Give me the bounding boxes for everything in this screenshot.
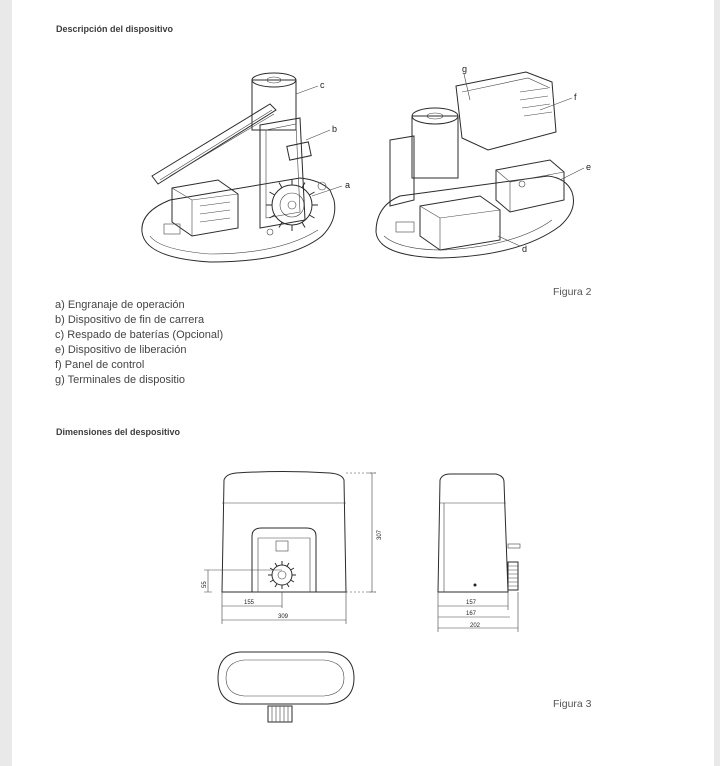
callout-c: c [320, 80, 325, 90]
callout-b: b [332, 124, 337, 134]
dimension-front-view: 307 55 155 309 [202, 471, 383, 624]
callout-g: g [462, 64, 467, 74]
dim-width: 309 [278, 614, 289, 620]
legend-item: b) Dispositivo de fin de carrera [55, 314, 205, 326]
dim-depth-b: 167 [466, 611, 477, 617]
dimension-side-view: 157 167 202 [437, 473, 521, 632]
device-right-illustration: g f e d [375, 64, 591, 259]
dimension-top-view [217, 651, 355, 723]
legend-item: e) Dispositivo de liberación [55, 344, 187, 356]
document-page: Descripción del dispositivo [12, 0, 714, 766]
section-title-dimensions: Dimensiones del despositivo [56, 427, 181, 437]
legend-item: f) Panel de control [55, 359, 145, 371]
figure-2-drawings: c b a [141, 64, 591, 723]
dim-gear-offset: 155 [244, 600, 255, 606]
legend-item: g) Terminales de dispositio [55, 374, 186, 386]
callout-a: a [345, 180, 350, 190]
dim-height: 307 [377, 529, 383, 540]
dim-depth-a: 157 [466, 600, 477, 606]
device-left-illustration: c b a [141, 72, 350, 263]
figure-2-label: Figura 2 [553, 286, 592, 298]
legend-item: c) Respado de baterías (Opcional) [55, 329, 224, 341]
dim-depth-c: 202 [470, 623, 481, 629]
component-legend: a) Engranaje de operación b) Dispositivo… [55, 298, 223, 388]
legend-item: a) Engranaje de operación [55, 299, 185, 311]
figure-3-label: Figura 3 [553, 698, 592, 710]
callout-d: d [522, 244, 527, 254]
callout-f: f [574, 92, 577, 102]
dim-gear-height: 55 [202, 581, 208, 588]
callout-e: e [586, 162, 591, 172]
section-title-description: Descripción del dispositivo [56, 24, 174, 34]
